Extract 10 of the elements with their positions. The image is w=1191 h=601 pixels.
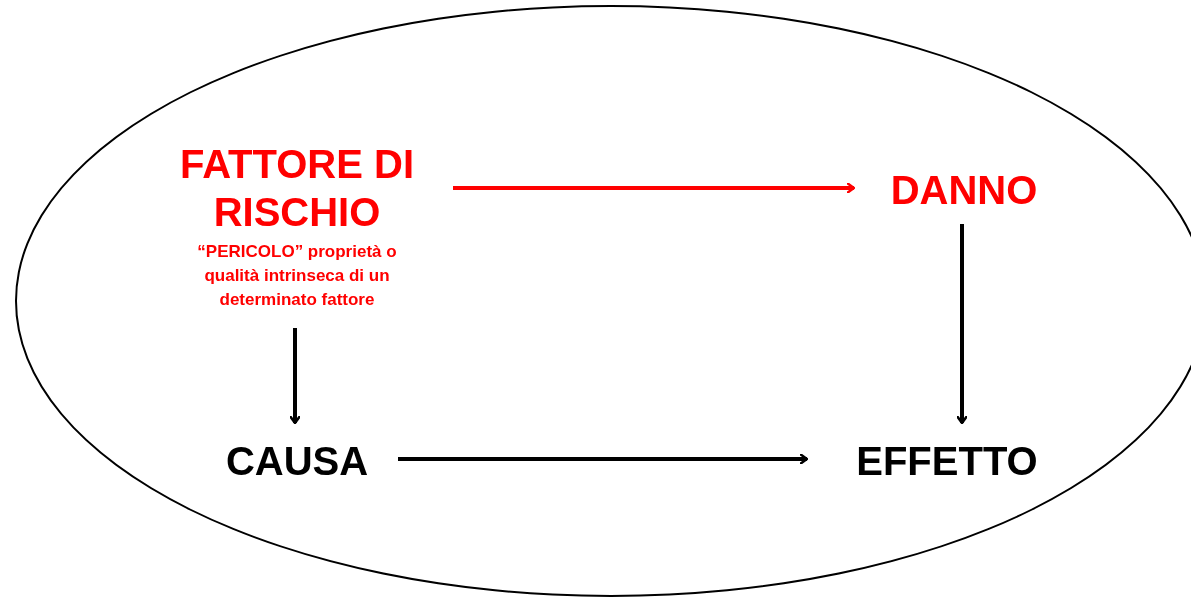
arrow — [398, 452, 809, 466]
concept-title: CAUSA — [225, 438, 369, 485]
concept-title: FATTORE DI RISCHIO — [178, 141, 416, 237]
arrow — [288, 328, 302, 425]
arrow — [955, 224, 969, 425]
concept-description: “PERICOLO” proprietà o qualità intrinseca di un determinato fattore — [196, 241, 398, 311]
concept-title: EFFETTO — [856, 438, 1038, 485]
arrow — [453, 181, 856, 195]
ellipse-shape — [15, 5, 1191, 597]
concept-title: DANNO — [890, 167, 1038, 214]
